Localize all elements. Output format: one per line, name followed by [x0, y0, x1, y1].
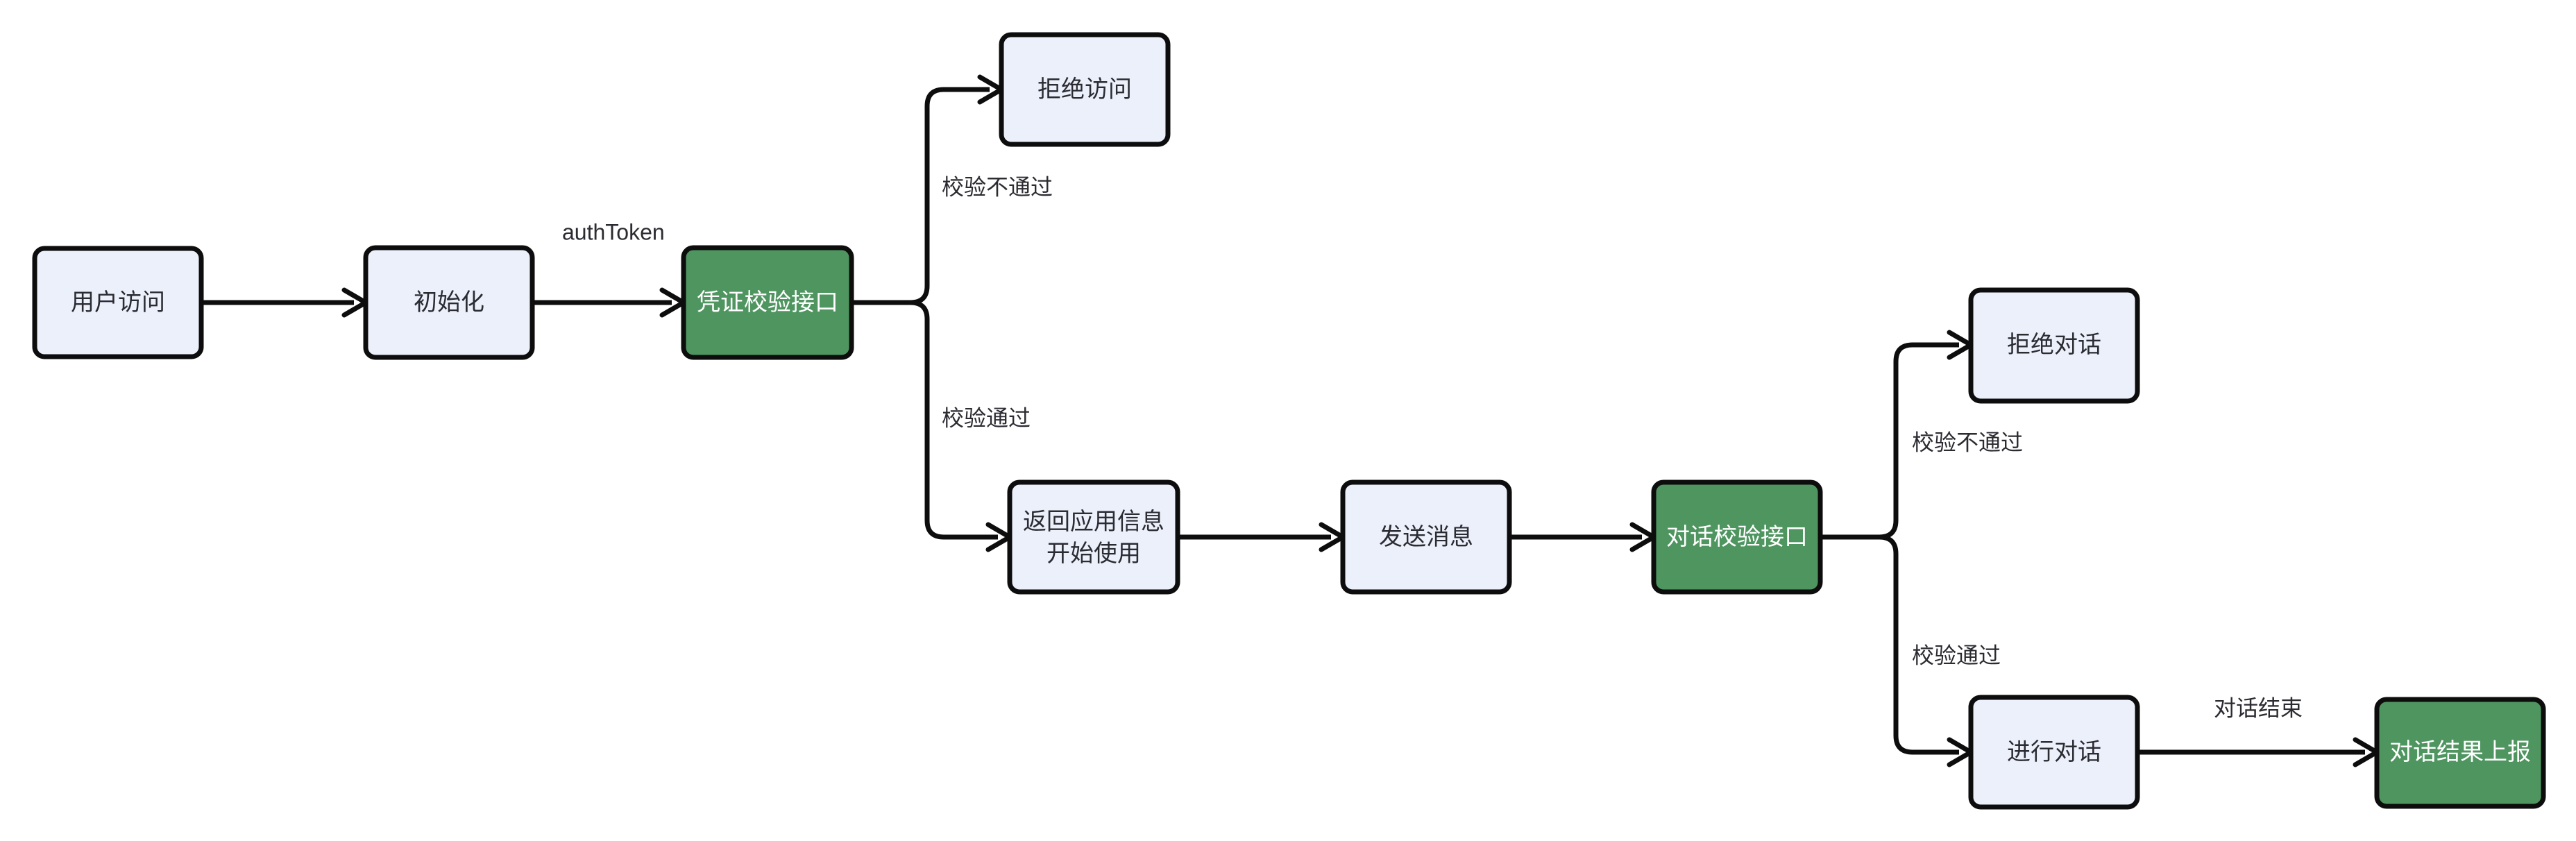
edge-label-credential-verify-fail: 校验不通过: [942, 174, 1053, 199]
edge-line: [1879, 342, 1959, 540]
edge-send-message-to-dialog-verify: [1509, 522, 1656, 552]
edge-line: [1879, 534, 1959, 755]
edge-do-dialog-to-report-result: [2137, 737, 2380, 767]
node-label: 拒绝对话: [2007, 332, 2101, 358]
edge-label-dialog-verify-fail: 校验不通过: [1912, 430, 2023, 455]
node-return-app-info[interactable]: 返回应用信息 开始使用: [1007, 479, 1180, 595]
node-credential-verify[interactable]: 凭证校验接口: [681, 245, 854, 360]
node-box[interactable]: [1968, 287, 2140, 404]
node-dialog-verify[interactable]: 对话校验接口: [1651, 479, 1823, 595]
edge-label-layer: authToken 校验不通过 校验通过 校验不通过 校验通过 对话结束: [562, 174, 2303, 720]
node-label: 用户访问: [71, 289, 165, 316]
node-label: 发送消息: [1379, 524, 1473, 550]
node-label: 对话校验接口: [1666, 524, 1808, 550]
edge-label-dialog-end: 对话结束: [2214, 695, 2303, 720]
edge-label-auth-token: authToken: [562, 219, 665, 244]
edge-return-app-info-to-send-message: [1178, 522, 1346, 552]
node-box[interactable]: [363, 245, 535, 360]
node-box[interactable]: [1007, 479, 1180, 595]
node-send-message[interactable]: 发送消息: [1340, 479, 1512, 595]
node-box[interactable]: [1651, 479, 1823, 595]
node-label: 凭证校验接口: [697, 289, 838, 316]
node-initialize[interactable]: 初始化: [363, 245, 535, 360]
node-label: 进行对话: [2007, 739, 2101, 765]
node-deny-access[interactable]: 拒绝访问: [999, 32, 1171, 147]
edge-label-credential-verify-pass: 校验通过: [942, 405, 1031, 430]
node-box[interactable]: [32, 246, 204, 359]
node-layer: 用户访问 初始化 凭证校验接口 拒绝访问 返回应用信息 开始使用: [32, 32, 2546, 810]
node-label: 拒绝访问: [1037, 76, 1132, 103]
node-user-access[interactable]: 用户访问: [32, 246, 204, 359]
node-label-line-1: 返回应用信息: [1023, 509, 1164, 535]
edge-initialize-to-credential-verify: [532, 287, 686, 318]
node-box[interactable]: [999, 32, 1171, 147]
edge-line: [910, 87, 990, 305]
edge-line: [910, 300, 998, 540]
node-box[interactable]: [2374, 697, 2546, 809]
node-label: 初始化: [414, 289, 484, 316]
node-box[interactable]: [1340, 479, 1512, 595]
edge-layer: [201, 74, 2380, 767]
node-box[interactable]: [681, 245, 854, 360]
node-report-result[interactable]: 对话结果上报: [2374, 697, 2546, 809]
node-label: 对话结果上报: [2389, 739, 2531, 765]
edge-user-access-to-initialize: [201, 287, 368, 318]
node-deny-dialog[interactable]: 拒绝对话: [1968, 287, 2140, 404]
edge-label-dialog-verify-pass: 校验通过: [1912, 643, 2001, 668]
node-box[interactable]: [1968, 695, 2140, 810]
node-label-line-2: 开始使用: [1046, 541, 1141, 567]
node-do-dialog[interactable]: 进行对话: [1968, 695, 2140, 810]
